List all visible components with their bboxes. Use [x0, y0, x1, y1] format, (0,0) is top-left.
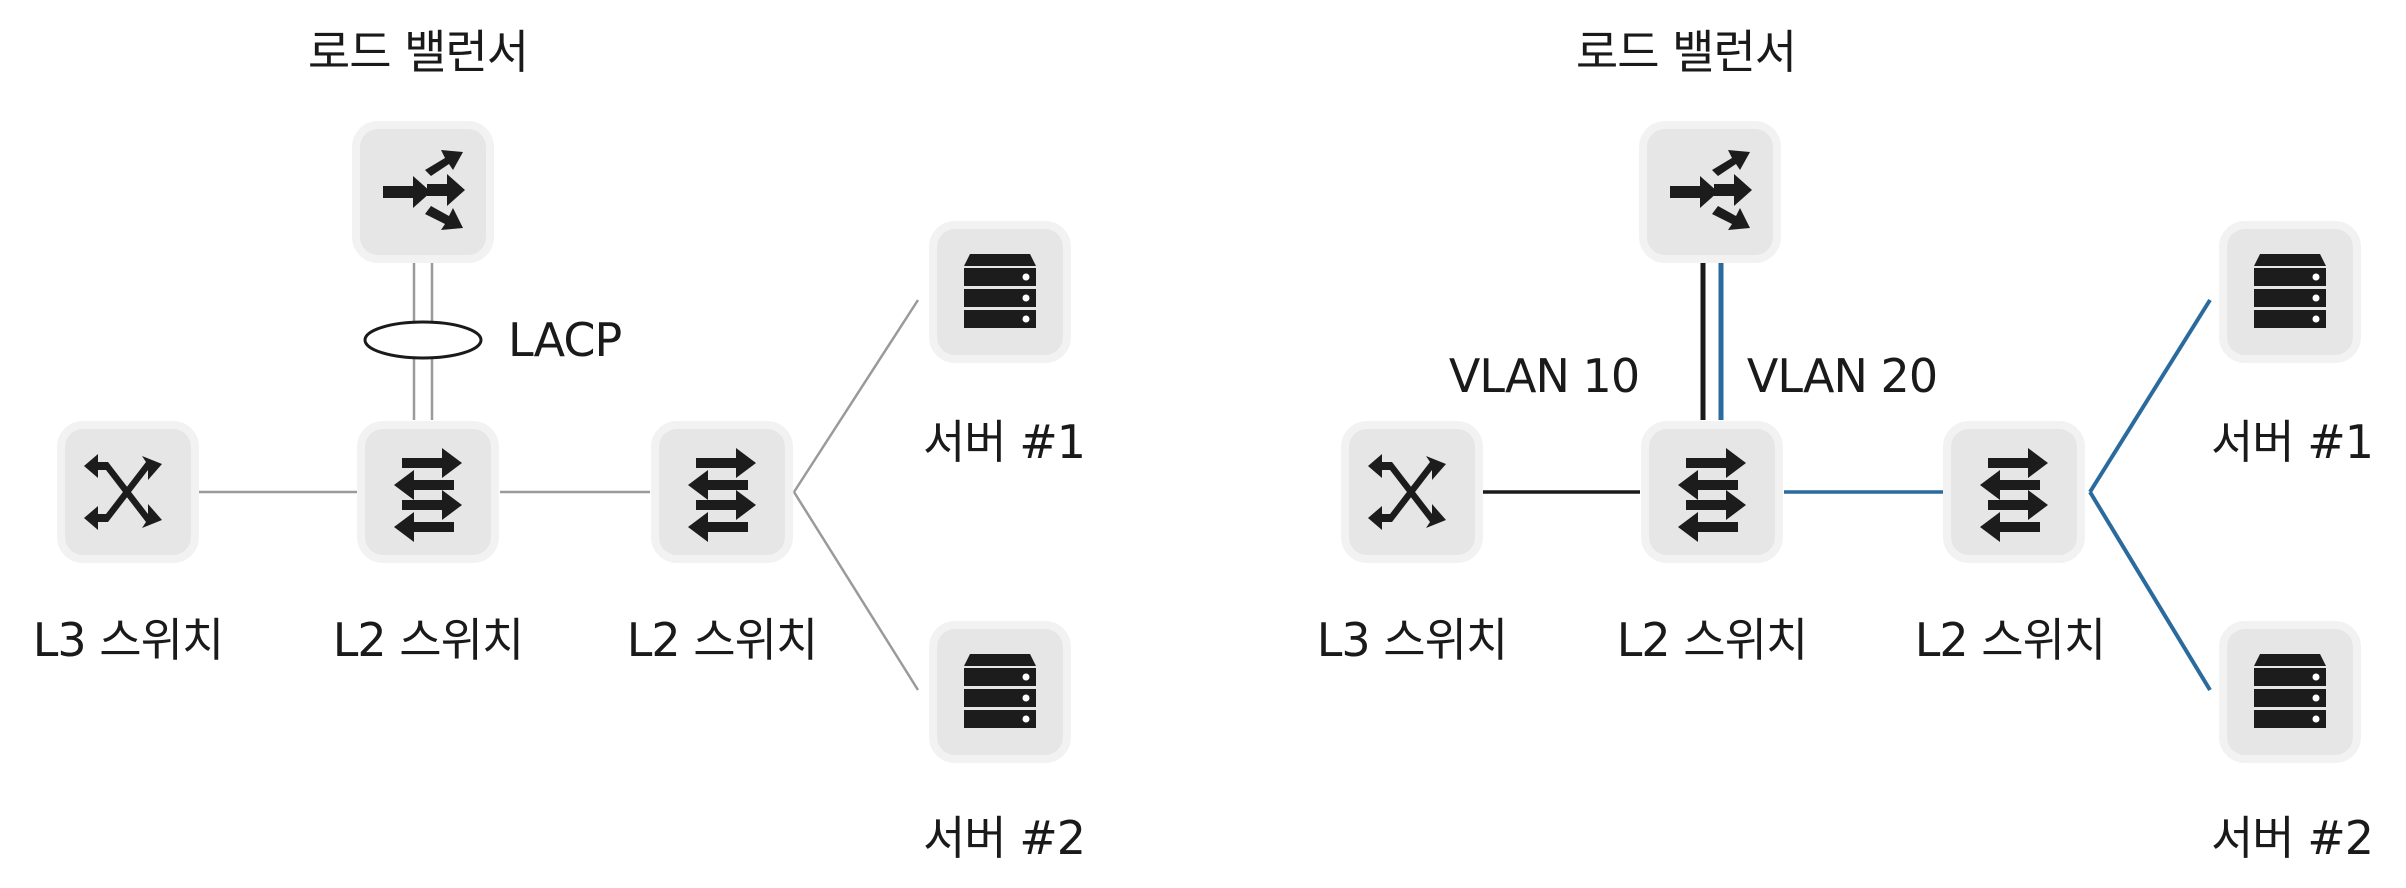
left-l2-switch-a-label: L2 스위치 — [332, 613, 524, 667]
right-load-balancer — [1639, 121, 1781, 263]
left-load-balancer-label: 로드 밸런서 — [307, 25, 529, 79]
links-layer — [196, 262, 2212, 692]
left-l2-server2-link — [792, 491, 920, 691]
left-server2 — [929, 621, 1071, 763]
left-lacp-label: LACP — [508, 313, 622, 367]
right-server2-label: 서버 #2 — [2210, 811, 2374, 865]
server-led-0-2 — [1022, 315, 1030, 323]
left-l2-switch-b — [651, 421, 793, 563]
server-led-2-2 — [2312, 315, 2320, 323]
right-l2-switch-b — [1943, 421, 2085, 563]
right-vlan10-label: VLAN 10 — [1448, 349, 1640, 403]
server-led-3-2 — [2312, 715, 2320, 723]
right-l2-switch-a — [1641, 421, 1783, 563]
lacp-bundle-ellipse — [363, 320, 483, 360]
right-load-balancer-label: 로드 밸런서 — [1575, 25, 1797, 79]
left-l2-switch-b-label: L2 스위치 — [626, 613, 818, 667]
server-led-1-2 — [1022, 715, 1030, 723]
server-led-3-0 — [2312, 673, 2320, 681]
left-server1 — [929, 221, 1071, 363]
server-led-2-0 — [2312, 273, 2320, 281]
nodes-layer — [57, 121, 2361, 763]
left-l2-switch-a — [357, 421, 499, 563]
left-load-balancer — [352, 121, 494, 263]
right-l2-switch-a-label: L2 스위치 — [1616, 613, 1808, 667]
right-l2-switch-b-label: L2 스위치 — [1914, 613, 2106, 667]
left-l3-switch — [57, 421, 199, 563]
right-l3-switch-label: L3 스위치 — [1316, 613, 1508, 667]
server-led-3-1 — [2312, 694, 2320, 702]
right-server1 — [2219, 221, 2361, 363]
server-led-1-1 — [1022, 694, 1030, 702]
server-led-2-1 — [2312, 294, 2320, 302]
left-server1-label: 서버 #1 — [922, 415, 1086, 469]
left-l3-switch-label: L3 스위치 — [32, 613, 224, 667]
server-led-0-0 — [1022, 273, 1030, 281]
right-l2-server1-link — [2088, 298, 2212, 494]
right-l2-server2-link — [2088, 490, 2212, 692]
right-server2 — [2219, 621, 2361, 763]
server-led-0-1 — [1022, 294, 1030, 302]
left-l2-server1-link — [792, 299, 920, 493]
server-led-1-0 — [1022, 673, 1030, 681]
left-server2-label: 서버 #2 — [922, 811, 1086, 865]
right-server1-label: 서버 #1 — [2210, 415, 2374, 469]
right-vlan20-label: VLAN 20 — [1746, 349, 1938, 403]
right-l3-switch — [1341, 421, 1483, 563]
